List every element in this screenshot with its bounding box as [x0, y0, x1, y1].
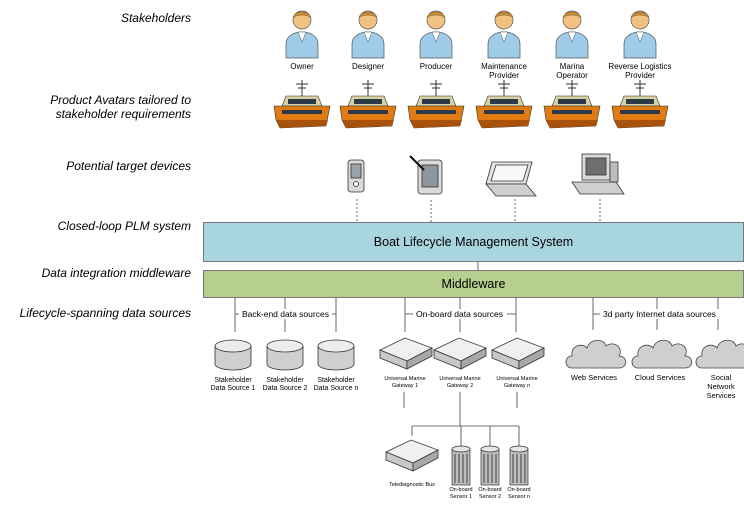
middleware-bar: Middleware — [203, 270, 744, 298]
label-sources: Lifecycle-spanning data sources — [19, 306, 191, 320]
stakeholder-label: Owner — [290, 62, 314, 71]
laptop-icon — [485, 161, 537, 197]
gateway-label: Universal Marine Gateway 1 — [384, 376, 426, 389]
backend-source-label: Stakeholder Data Source n — [313, 377, 359, 392]
cloud-service-label: Cloud Services — [634, 373, 686, 382]
boat-avatar-icon — [475, 80, 533, 129]
sensor-label: On-board Sensor 2 — [478, 487, 502, 500]
label-stakeholders: Stakeholders — [120, 11, 191, 25]
database-icon — [266, 339, 304, 371]
cloud-icon — [631, 339, 693, 369]
cloud-service-label: Web Services — [570, 373, 618, 382]
person-icon — [419, 10, 453, 59]
group-label-backend: Back-end data sources — [239, 309, 332, 319]
gateway-icon — [379, 337, 433, 370]
stakeholder-label: Designer — [351, 62, 384, 71]
label-avatars: Product Avatars tailored to stakeholder … — [50, 93, 191, 121]
clouds — [565, 339, 744, 369]
gateway-label: Universal Marine Gateway 2 — [439, 376, 481, 389]
sensor-icon — [480, 445, 500, 486]
sensor-cylinders — [451, 445, 529, 486]
middleware-title: Middleware — [441, 277, 506, 291]
backend-source-label: Stakeholder Data Source 1 — [210, 377, 256, 392]
stakeholder-label: Marina Operator — [556, 62, 588, 80]
sensor-label: On-board Sensor 1 — [449, 487, 473, 500]
person-icon — [555, 10, 589, 59]
gateway-icon — [433, 337, 487, 370]
group-label-thirdparty: 3d party Internet data sources — [600, 309, 719, 319]
sensor-icon — [509, 445, 529, 486]
boat-avatar-icon — [339, 80, 397, 129]
telediagnostic-label: Telediagnostic Bus — [389, 482, 435, 488]
boat-avatar-icon — [543, 80, 601, 129]
stakeholder-label: Producer — [419, 62, 453, 71]
label-devices: Potential target devices — [66, 159, 191, 173]
stakeholder-label: Maintenance Provider — [481, 62, 527, 80]
boat-avatars — [273, 80, 669, 129]
boat-avatar-icon — [273, 80, 331, 129]
group-label-onboard: On-board data sources — [413, 309, 506, 319]
plm-system-bar: Boat Lifecycle Management System — [203, 222, 744, 262]
desktop-computer-icon — [571, 153, 625, 195]
gateway-label: Universal Marine Gateway n — [496, 376, 538, 389]
tablet-icon — [409, 155, 443, 195]
person-icon — [351, 10, 385, 59]
label-plm: Closed-loop PLM system — [57, 219, 191, 233]
plm-system-title: Boat Lifecycle Management System — [373, 235, 574, 249]
telediagnostic-bus-icon — [385, 439, 439, 472]
gateway-icon — [491, 337, 545, 370]
stakeholder-figures — [285, 10, 657, 59]
person-icon — [285, 10, 319, 59]
sensor-label: On-board Sensor n — [507, 487, 531, 500]
cloud-icon — [695, 339, 744, 369]
backend-source-label: Stakeholder Data Source 2 — [262, 377, 308, 392]
pda-icon — [347, 159, 365, 193]
person-icon — [623, 10, 657, 59]
database-icon — [214, 339, 252, 371]
boat-avatar-icon — [611, 80, 669, 129]
label-middleware: Data integration middleware — [41, 266, 191, 280]
cloud-icon — [565, 339, 627, 369]
database-icon — [317, 339, 355, 371]
gateway-boxes — [379, 337, 545, 472]
cloud-service-label: Social Network Services — [706, 373, 736, 400]
stakeholder-label: Reverse Logistics Provider — [608, 62, 672, 80]
sensor-icon — [451, 445, 471, 486]
database-cylinders — [214, 339, 355, 371]
person-icon — [487, 10, 521, 59]
boat-avatar-icon — [407, 80, 465, 129]
